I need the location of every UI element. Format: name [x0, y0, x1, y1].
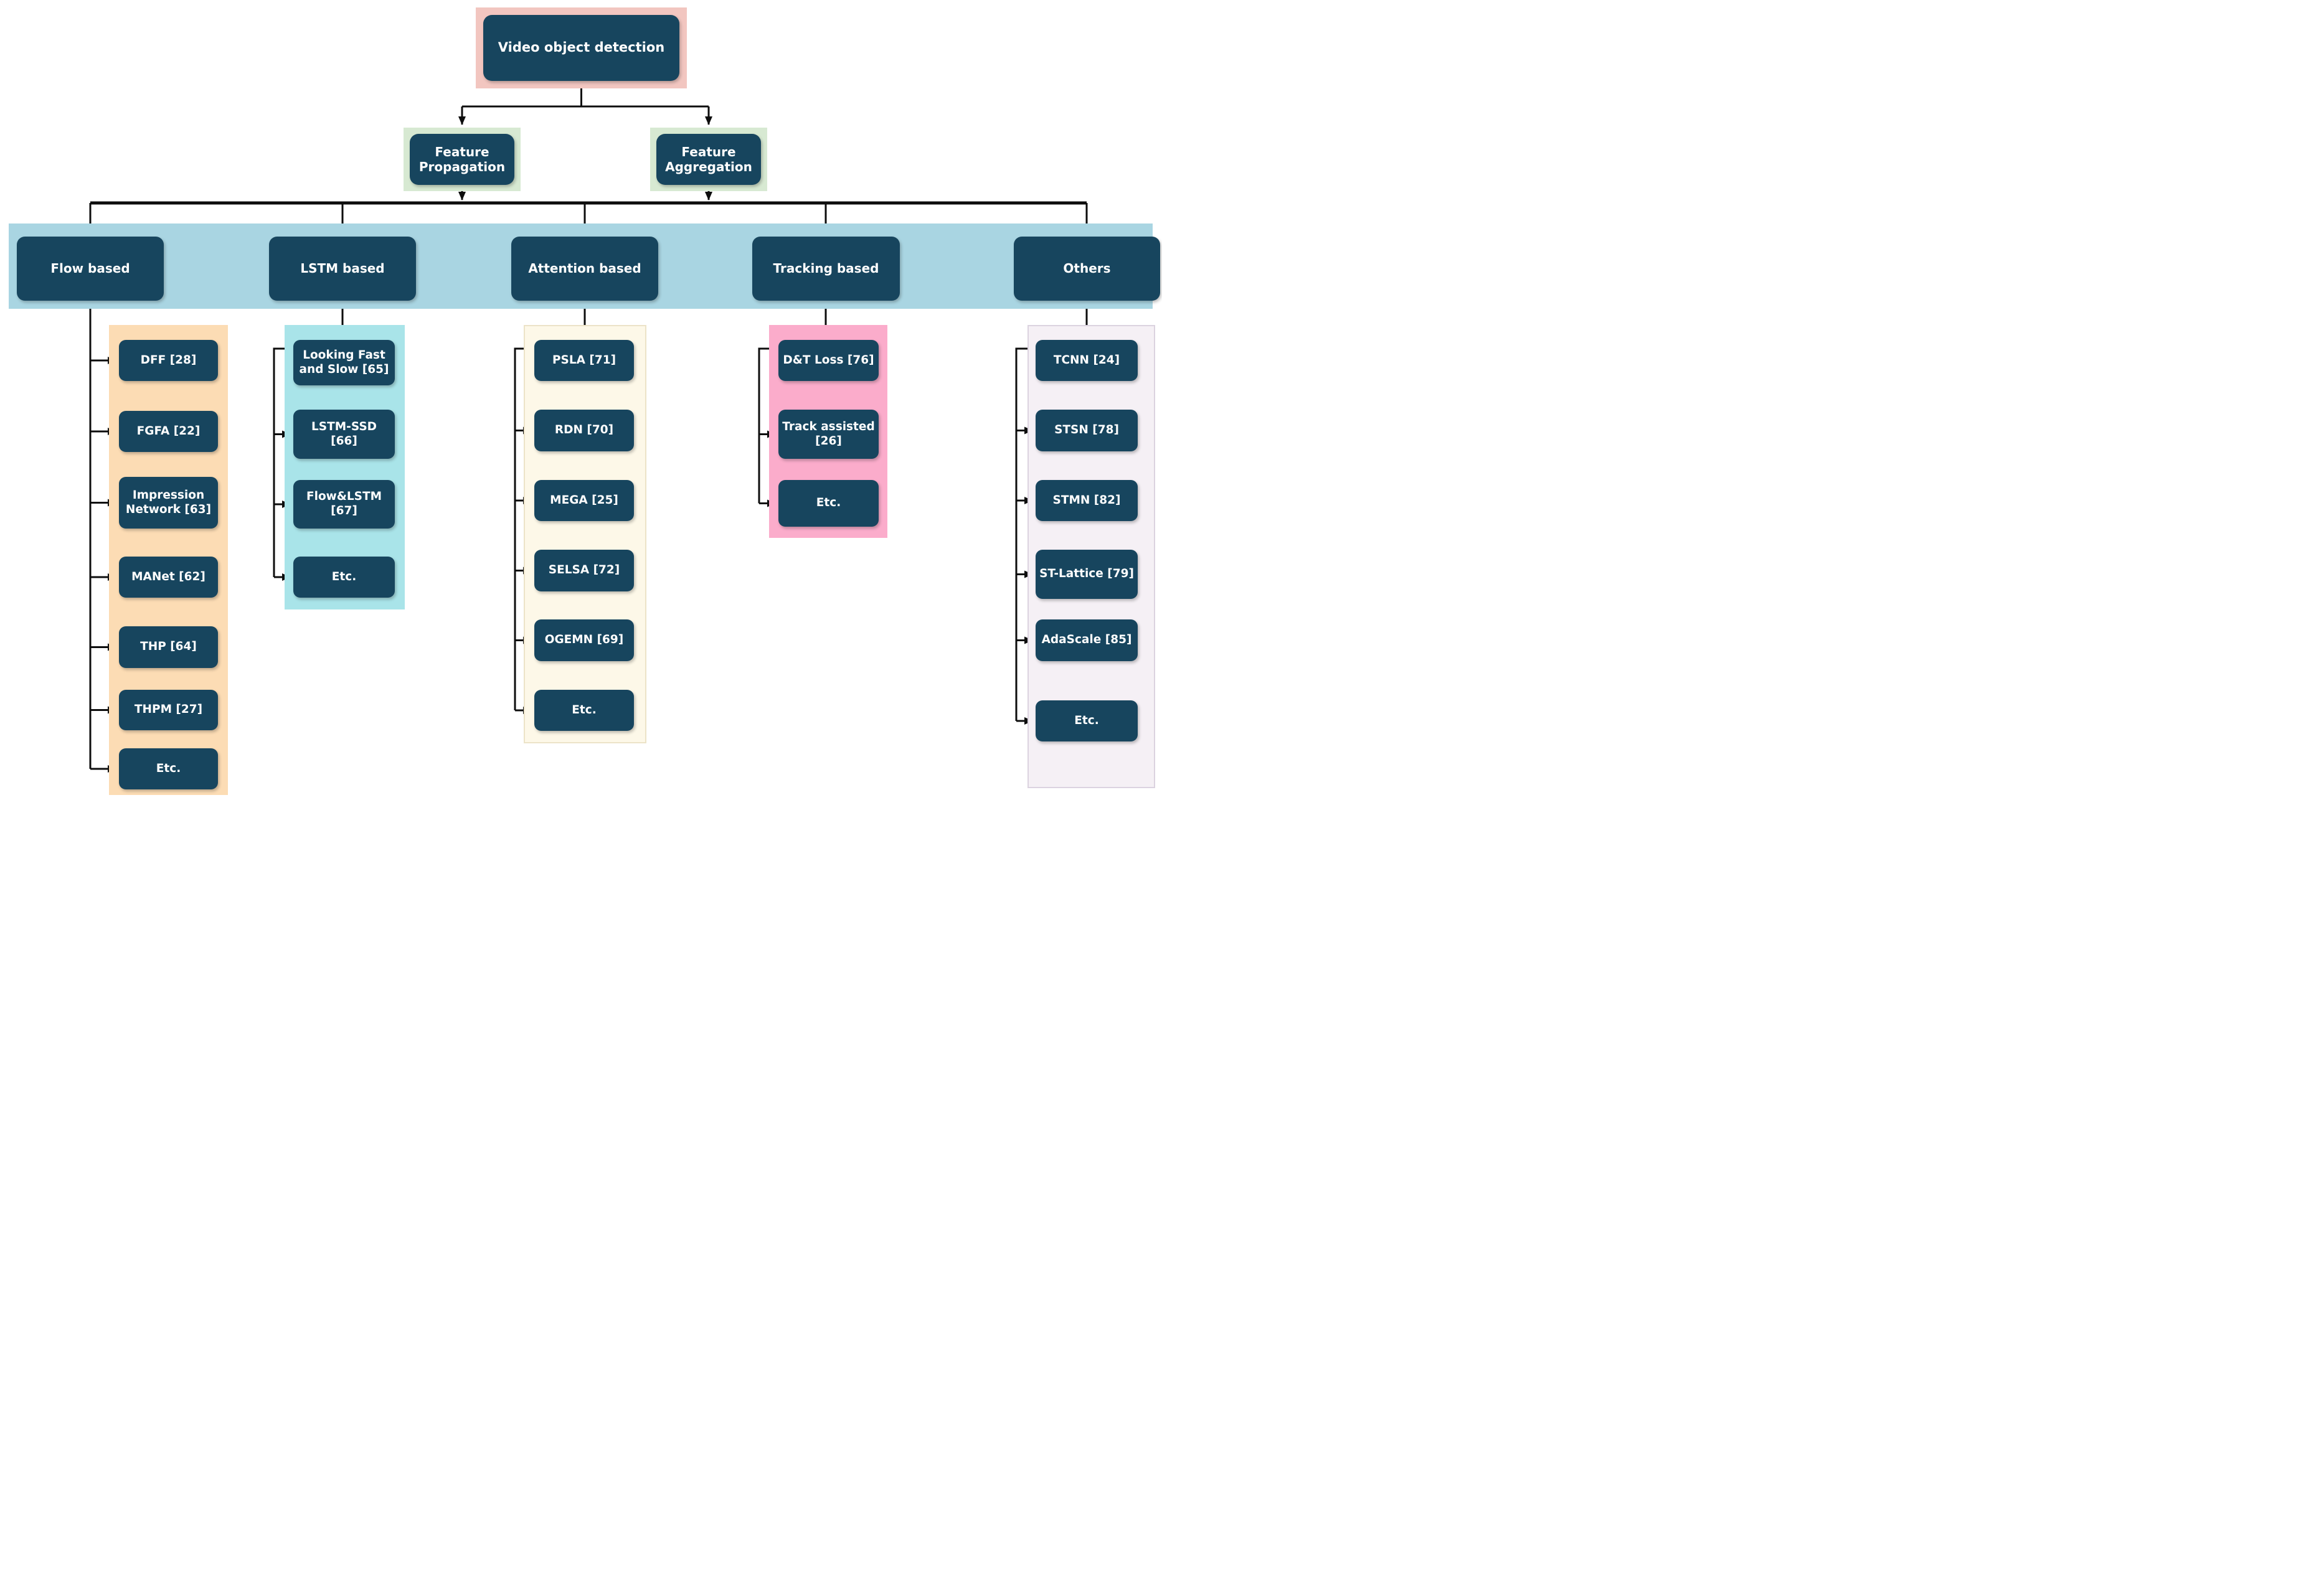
video-object-detection-taxonomy-diagram: Video object detection Feature Propagati… [0, 0, 1162, 795]
node-stmn: STMN [82] [1036, 480, 1138, 521]
node-tracking-based: Tracking based [752, 237, 900, 301]
node-others: Others [1014, 237, 1160, 301]
attention-based-column [524, 325, 646, 743]
node-dff: DFF [28] [119, 340, 218, 381]
node-dt-loss: D&T Loss [76] [778, 340, 879, 381]
node-feature-aggregation: Feature Aggregation [656, 134, 761, 185]
node-thp: THP [64] [119, 626, 218, 668]
node-stsn: STSN [78] [1036, 410, 1138, 451]
node-tracking-etc: Etc. [778, 480, 879, 527]
node-feature-propagation: Feature Propagation [410, 134, 514, 185]
node-lstm-ssd: LSTM-SSD [66] [293, 410, 395, 459]
node-flow-etc: Etc. [119, 748, 218, 789]
node-attention-etc: Etc. [534, 690, 634, 731]
node-adascale: AdaScale [85] [1036, 619, 1138, 661]
node-others-etc: Etc. [1036, 700, 1138, 741]
node-selsa: SELSA [72] [534, 550, 634, 591]
node-psla: PSLA [71] [534, 340, 634, 381]
node-mega: MEGA [25] [534, 480, 634, 521]
node-rdn: RDN [70] [534, 410, 634, 451]
node-lstm-based: LSTM based [269, 237, 416, 301]
node-flow-lstm: Flow&LSTM [67] [293, 480, 395, 529]
node-ogemn: OGEMN [69] [534, 619, 634, 661]
node-impression-network: Impression Network [63] [119, 477, 218, 529]
node-fgfa: FGFA [22] [119, 411, 218, 452]
node-looking-fast-and-slow: Looking Fast and Slow [65] [293, 340, 395, 385]
node-flow-based: Flow based [17, 237, 164, 301]
node-st-lattice: ST-Lattice [79] [1036, 550, 1138, 599]
node-track-assisted: Track assisted [26] [778, 410, 879, 459]
node-thpm: THPM [27] [119, 690, 218, 730]
node-tcnn: TCNN [24] [1036, 340, 1138, 381]
node-manet: MANet [62] [119, 557, 218, 598]
node-lstm-etc: Etc. [293, 557, 395, 598]
node-attention-based: Attention based [511, 237, 658, 301]
node-video-object-detection: Video object detection [483, 15, 679, 81]
